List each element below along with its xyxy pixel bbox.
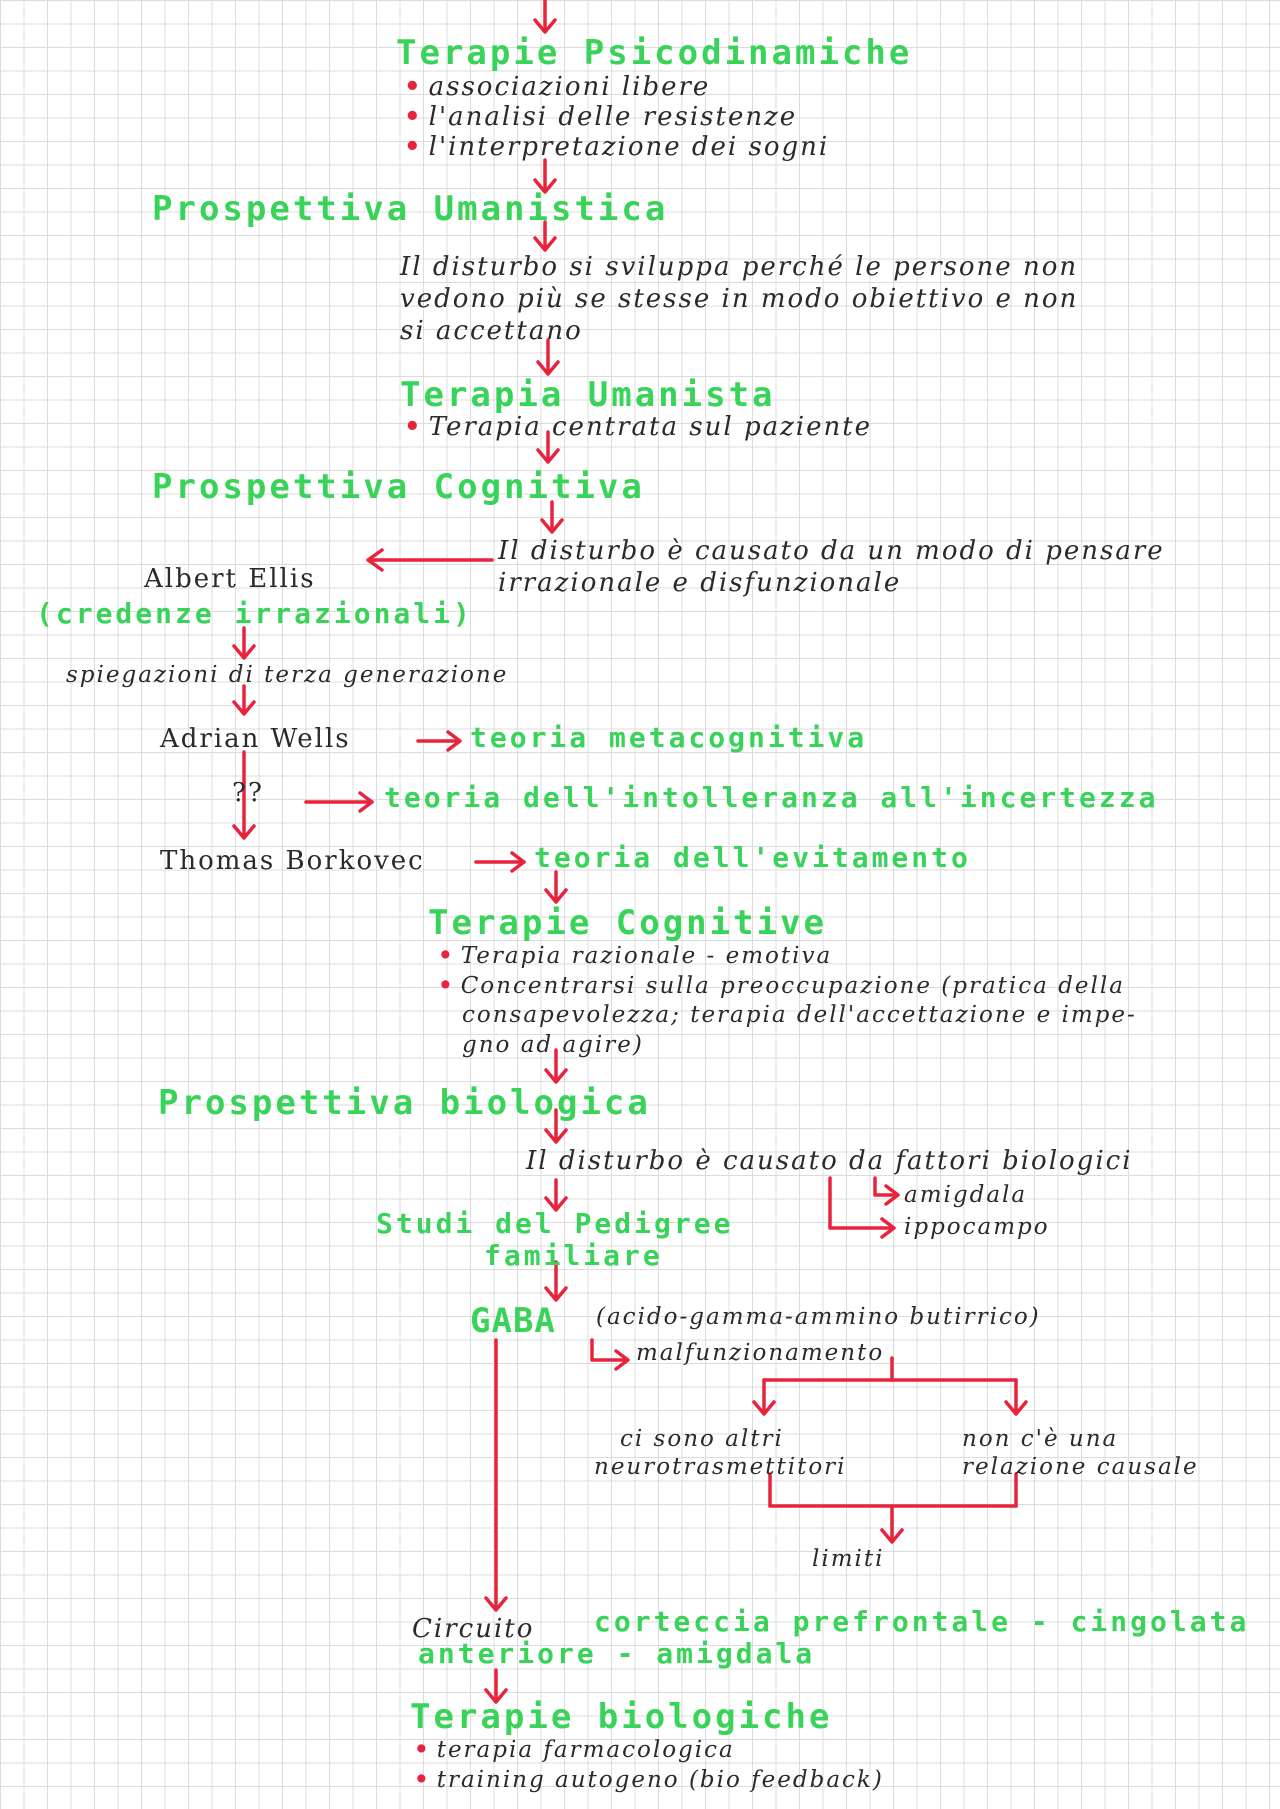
ellis-name: Albert Ellis <box>144 564 316 594</box>
wells-theory: teoria metacognitiva <box>470 721 868 754</box>
cognitive-item-2-line-2: consapevolezza; terapia dell'accettazion… <box>462 1002 1137 1028</box>
biologiche-item-2: •training autogeno (bio feedback) <box>414 1766 884 1793</box>
biologica-amigdala: amigdala <box>904 1182 1028 1208</box>
cognitive-item-1: •Terapia razionale - emotiva <box>438 942 833 969</box>
arrow-gaba-to-circuito <box>484 1338 508 1612</box>
arrow-merge-to-limiti <box>768 1472 1018 1544</box>
arrow-to-malfunz <box>590 1338 630 1371</box>
arrow-to-amigdala <box>873 1176 900 1206</box>
cognitiva-desc-line-2: irrazionale e disfunzionale <box>498 568 902 598</box>
gaba-full-name: (acido-gamma-ammino butirrico) <box>596 1304 1041 1330</box>
arrow-to-studi <box>544 1178 568 1212</box>
arrow-to-terapie-cognitive <box>544 870 568 904</box>
umanistica-desc-line-1: Il disturbo si sviluppa perché le person… <box>400 252 1079 282</box>
ellis-note: (credenze irrazionali) <box>36 597 473 630</box>
biologiche-item-1: •terapia farmacologica <box>414 1736 735 1763</box>
biologica-desc: Il disturbo è causato da fattori biologi… <box>526 1146 1133 1176</box>
spiegazioni-terza-generazione: spiegazioni di terza generazione <box>66 662 509 688</box>
circuito-prefix: Circuito <box>412 1614 535 1644</box>
cognitive-item-2-line-3: gno ad agire) <box>462 1032 644 1058</box>
circuito-line-1: corteccia prefrontale - cingolata <box>594 1605 1250 1638</box>
arrow-to-wells <box>232 684 256 716</box>
psicodinamiche-item-3: •l'interpretazione dei sogni <box>404 132 830 162</box>
branch-left-line-2: neurotrasmettitori <box>594 1454 847 1480</box>
psicodinamiche-item-2: •l'analisi delle resistenze <box>404 102 798 132</box>
terapie-cognitive-title: Terapie Cognitive <box>428 903 827 943</box>
arrow-top <box>533 0 557 34</box>
umanista-item-1: •Terapia centrata sul paziente <box>404 412 873 442</box>
borkovec-theory: teoria dell'evitamento <box>534 841 971 874</box>
studi-pedigree-line-2: familiare <box>484 1239 663 1272</box>
malfunzionamento: malfunzionamento <box>636 1340 885 1366</box>
borkovec-name: Thomas Borkovec <box>160 846 425 876</box>
gaba-label: GABA <box>470 1301 556 1341</box>
arrow-to-ellis <box>366 548 494 572</box>
arrow-unknown-theory <box>304 791 374 813</box>
unknown-author: ?? <box>232 778 264 808</box>
umanistica-desc-line-3: si accettano <box>400 316 583 346</box>
branch-right-line-2: relazione causale <box>962 1454 1199 1480</box>
cognitive-item-2-line-1: •Concentrarsi sulla preoccupazione (prat… <box>438 972 1125 999</box>
unknown-theory: teoria dell'intolleranza all'incertezza <box>384 781 1159 814</box>
limiti: limiti <box>812 1546 885 1572</box>
prospettiva-biologica-title: Prospettiva biologica <box>158 1083 651 1123</box>
arrow-borkovec-theory <box>474 851 526 873</box>
terapia-umanista-title: Terapia Umanista <box>400 375 776 415</box>
arrow-wells-theory <box>416 730 462 752</box>
branch-right-line-1: non c'è una <box>962 1426 1119 1452</box>
arrow-to-prospettiva-umanistica <box>533 158 557 194</box>
circuito-line-2: anteriore - amigdala <box>418 1637 816 1670</box>
cognitiva-desc-line-1: Il disturbo è causato da un modo di pens… <box>498 536 1165 566</box>
biologica-ippocampo: ippocampo <box>904 1214 1050 1240</box>
psicodinamiche-item-1: •associazioni libere <box>404 72 711 102</box>
studi-pedigree-line-1: Studi del Pedigree <box>376 1207 734 1240</box>
prospettiva-umanistica-title: Prospettiva Umanistica <box>152 189 669 229</box>
prospettiva-cognitiva-title: Prospettiva Cognitiva <box>152 467 645 507</box>
branch-left-line-1: ci sono altri <box>620 1426 784 1452</box>
terapie-psicodinamiche-title: Terapie Psicodinamiche <box>396 33 913 73</box>
arrow-malfunz-split <box>752 1356 1028 1416</box>
umanistica-desc-line-2: vedono più se stesse in modo obiettivo e… <box>400 284 1079 314</box>
arrow-to-ippocampo <box>828 1176 896 1239</box>
wells-name: Adrian Wells <box>160 724 351 754</box>
arrow-to-spiegazioni <box>232 626 256 660</box>
terapie-biologiche-title: Terapie biologiche <box>410 1697 833 1737</box>
